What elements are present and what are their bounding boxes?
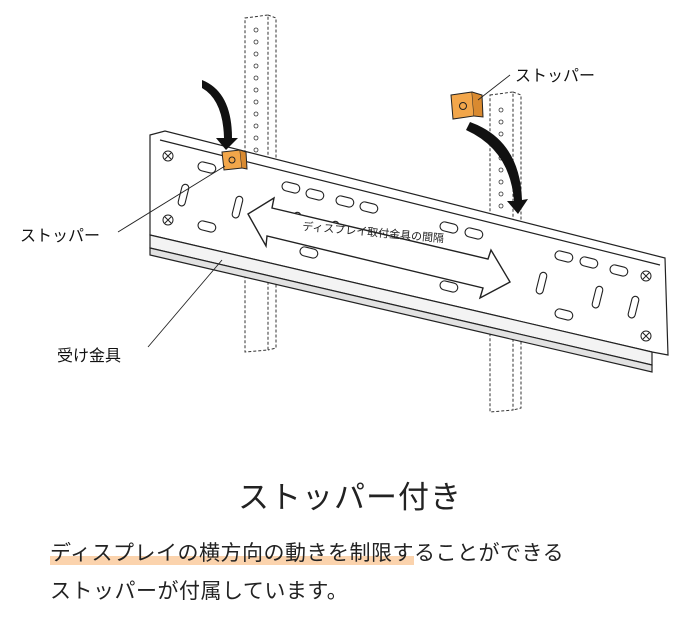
spacing-arrow bbox=[247, 196, 511, 300]
wall-bracket-diagram bbox=[117, 14, 669, 413]
description-line-2: ストッパーが付属しています。 bbox=[50, 579, 349, 603]
callout-leaders bbox=[117, 74, 511, 348]
description: ディスプレイの横方向の動きを制限することができる ストッパーが付属しています。 bbox=[50, 534, 670, 610]
bracket-callout-label: 受け金具 bbox=[57, 346, 122, 365]
stopper-callout-label-left: ストッパー bbox=[20, 226, 101, 245]
description-highlight: ディスプレイの横方向の動きを制限す bbox=[50, 541, 415, 565]
stopper-callout-label: ストッパー bbox=[515, 66, 596, 85]
corner-screws bbox=[162, 150, 652, 342]
heading-container: ストッパー付き bbox=[0, 472, 700, 517]
section-heading: ストッパー付き bbox=[232, 472, 468, 517]
left-rail-holes bbox=[253, 27, 259, 153]
stopper-left-icon bbox=[221, 149, 248, 171]
insert-arrows bbox=[202, 80, 528, 214]
description-rest: ることができる bbox=[414, 541, 565, 565]
stopper-top-right-icon bbox=[450, 91, 484, 120]
